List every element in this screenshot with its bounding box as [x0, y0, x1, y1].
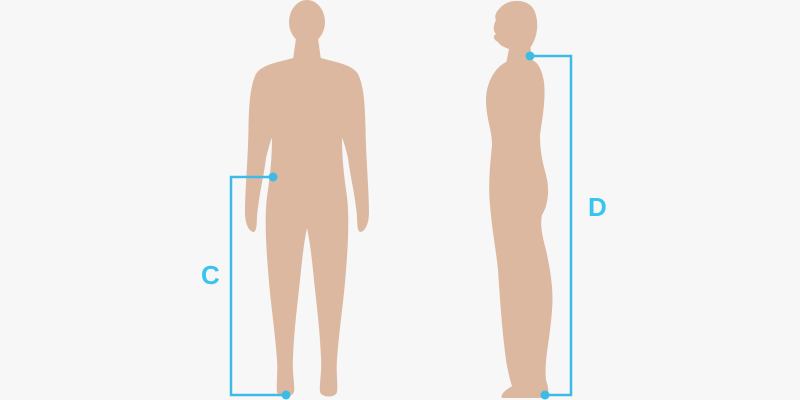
measurement-c-end-point	[281, 390, 291, 400]
side-view-body	[486, 0, 553, 398]
front-view-body	[245, 0, 369, 397]
measurement-c-label: C	[201, 260, 220, 290]
measurement-d-bracket	[525, 51, 573, 400]
measurement-d-label: D	[588, 192, 607, 222]
measurement-d-end-point	[540, 390, 550, 400]
measurement-d-start-point	[525, 51, 535, 61]
measurement-c-start-point	[268, 172, 278, 182]
measurement-c-bracket	[229, 172, 291, 400]
